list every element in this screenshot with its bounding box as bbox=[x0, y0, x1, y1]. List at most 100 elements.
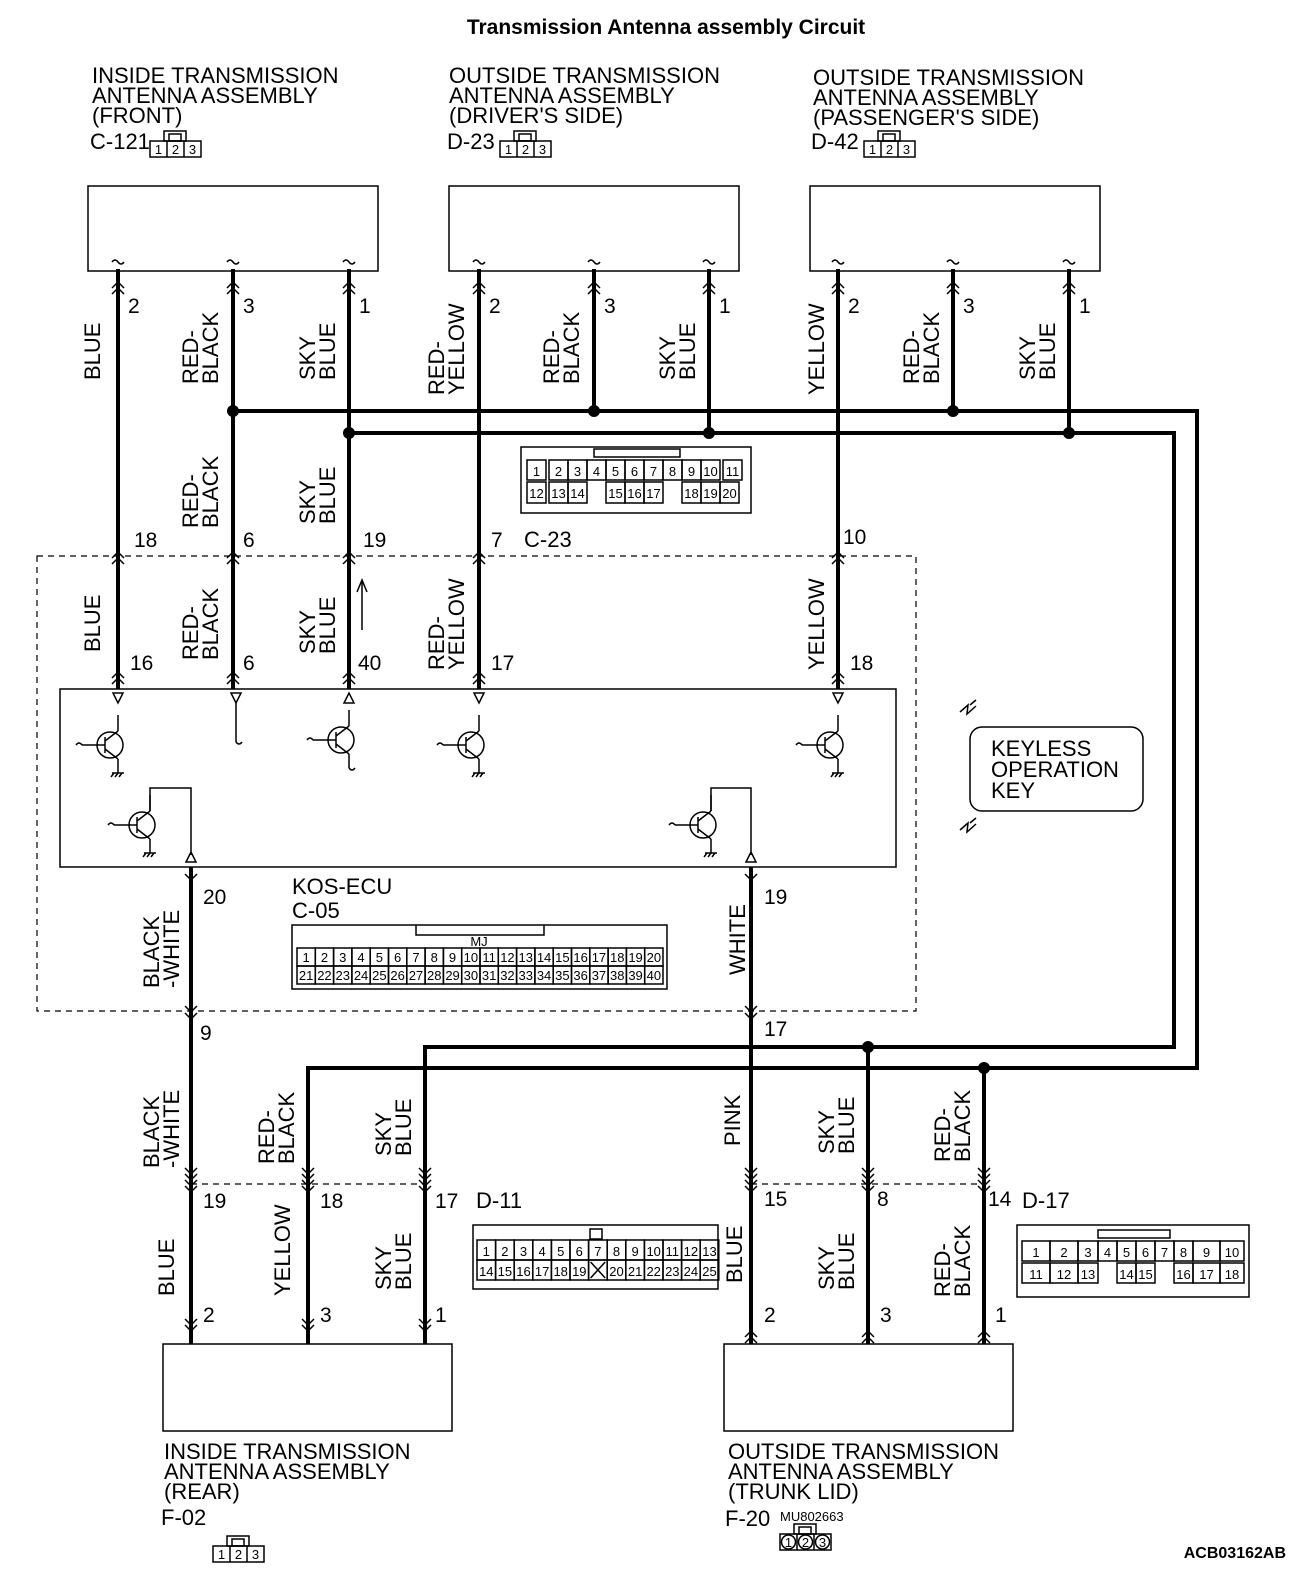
pin-number: 3 bbox=[320, 1304, 332, 1327]
connector-pin: 14 bbox=[537, 950, 551, 965]
connector-pin: 1 bbox=[483, 1244, 490, 1259]
terminal-mark bbox=[587, 259, 601, 265]
wire-color-label: SKY bbox=[295, 610, 320, 654]
connector-pin: 22 bbox=[646, 1264, 660, 1279]
connector-pin: 37 bbox=[592, 968, 606, 983]
connector-pin: 8 bbox=[613, 1244, 620, 1259]
connector-chevron bbox=[342, 556, 356, 565]
wire-color-label: BLACK bbox=[274, 1092, 299, 1164]
wire-color-label: BLUE bbox=[391, 1233, 416, 1290]
connector-pin: 20 bbox=[722, 486, 736, 501]
connector-chevron bbox=[744, 1185, 758, 1194]
wire-color-label: SKY bbox=[295, 480, 320, 524]
connector-tag: MJ bbox=[470, 934, 487, 949]
connector-pin: 12 bbox=[500, 950, 514, 965]
pin-number: 40 bbox=[358, 652, 381, 675]
connector-cell bbox=[643, 965, 664, 985]
wire-color-label: BLACK bbox=[950, 1090, 975, 1162]
connector-cell bbox=[1135, 1262, 1156, 1284]
connector-chevron bbox=[861, 1329, 875, 1338]
connector-pin: 2 bbox=[321, 950, 328, 965]
connector-pin: 1 bbox=[785, 1535, 792, 1550]
wire-color-label: RED- bbox=[539, 330, 564, 384]
connector-pin-ring bbox=[797, 1534, 814, 1550]
wire-color-label: BLACK bbox=[198, 456, 223, 528]
connector-chevron bbox=[342, 670, 356, 679]
connector-chevron bbox=[342, 280, 356, 289]
pin-number: 8 bbox=[877, 1188, 889, 1211]
connector-id: D-17 bbox=[1022, 1188, 1070, 1213]
connector-pin: 8 bbox=[431, 950, 438, 965]
connector-housing bbox=[212, 1545, 265, 1563]
radio-wave-icon bbox=[969, 699, 977, 706]
connector-c05-latch bbox=[415, 925, 545, 936]
connector-pin: 2 bbox=[886, 142, 893, 157]
connector-chevron bbox=[301, 1318, 315, 1327]
connector-chevron bbox=[301, 1324, 315, 1333]
connector-pin: 16 bbox=[573, 950, 587, 965]
connector-pin: 14 bbox=[570, 486, 584, 501]
connector-pin: 20 bbox=[647, 950, 661, 965]
pin-number: 17 bbox=[491, 652, 514, 675]
connector-pin: 15 bbox=[608, 486, 622, 501]
connector-pin: 39 bbox=[628, 968, 642, 983]
wire-color-label: -WHITE bbox=[159, 910, 184, 988]
connector-chevron bbox=[184, 873, 198, 882]
connector-pin: 16 bbox=[627, 486, 641, 501]
pin-number: 16 bbox=[130, 652, 153, 675]
connector-chevron bbox=[861, 1179, 875, 1188]
connector-id: F-20 bbox=[725, 1506, 770, 1531]
connector-pin: 14 bbox=[1119, 1267, 1133, 1282]
diagram-title: Transmission Antenna assembly Circuit bbox=[467, 16, 865, 39]
wire-color-label: RED- bbox=[899, 330, 924, 384]
wire-color-label: RED- bbox=[178, 474, 203, 528]
connector-pin: 4 bbox=[538, 1244, 545, 1259]
ecu-body bbox=[59, 688, 897, 868]
connector-pin: 19 bbox=[572, 1264, 586, 1279]
connector-pin: 7 bbox=[650, 464, 657, 479]
wire-color-label: YELLOW bbox=[270, 1204, 295, 1296]
wire-color-label: WHITE bbox=[725, 904, 750, 975]
connector-pin: 15 bbox=[498, 1264, 512, 1279]
connector-pin: 9 bbox=[631, 1244, 638, 1259]
connector-chevron bbox=[472, 280, 486, 289]
internal-line bbox=[149, 787, 192, 855]
component-label-line: ANTENNA ASSEMBLY bbox=[164, 1459, 390, 1484]
connector-cell bbox=[700, 459, 721, 481]
connector-pin: 16 bbox=[516, 1264, 530, 1279]
sky-blue-bus bbox=[347, 431, 1176, 1346]
wire-color-label: BLUE bbox=[391, 1099, 416, 1156]
connector-pin: 21 bbox=[628, 1264, 642, 1279]
connector-pin: 15 bbox=[555, 950, 569, 965]
connector-pin: 3 bbox=[520, 1244, 527, 1259]
connector-pin: 7 bbox=[1161, 1245, 1168, 1260]
transistor-icon bbox=[306, 710, 356, 771]
connector-pin: 40 bbox=[647, 968, 661, 983]
connector-id: D-23 bbox=[447, 129, 495, 154]
connector-latch-inner bbox=[798, 1526, 812, 1535]
pin-number: 19 bbox=[203, 1190, 226, 1213]
connector-pin: 17 bbox=[1199, 1267, 1213, 1282]
pin-number: 1 bbox=[719, 295, 731, 318]
connector-pin: 4 bbox=[593, 464, 600, 479]
connector-chevron bbox=[744, 873, 758, 882]
connector-pin: 25 bbox=[372, 968, 386, 983]
connector-pin: 13 bbox=[551, 486, 565, 501]
wire-color-label: YELLOW bbox=[804, 578, 829, 670]
pin-number: 15 bbox=[764, 1188, 787, 1211]
connector-chevron bbox=[472, 670, 486, 679]
connector-latch-inner bbox=[882, 133, 896, 142]
connector-chevron bbox=[418, 1324, 432, 1333]
connector-chevron bbox=[226, 556, 240, 565]
connector-chevron bbox=[301, 1173, 315, 1182]
connector-chevron bbox=[111, 280, 125, 289]
wire-color-label: BLACK bbox=[198, 312, 223, 384]
connector-pin: 24 bbox=[354, 968, 368, 983]
connector-chevron bbox=[472, 556, 486, 565]
connector-chevron bbox=[184, 1179, 198, 1188]
connector-d11-latch bbox=[589, 1228, 603, 1240]
connector-pin: 17 bbox=[646, 486, 660, 501]
pin-number: 17 bbox=[435, 1190, 458, 1213]
